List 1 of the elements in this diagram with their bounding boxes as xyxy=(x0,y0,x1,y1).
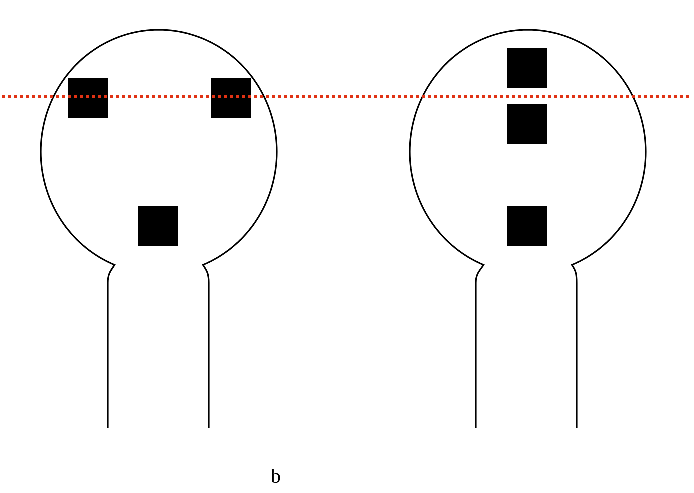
panel-label: b xyxy=(271,468,280,484)
